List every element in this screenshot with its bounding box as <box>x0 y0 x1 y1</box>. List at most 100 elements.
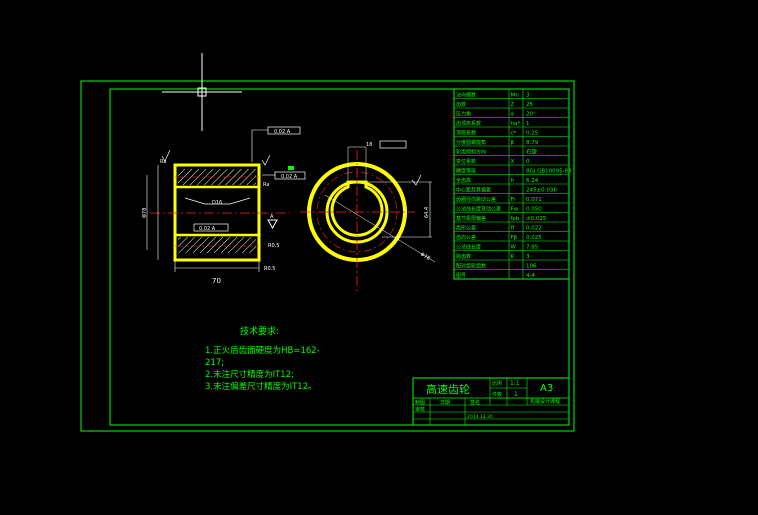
table-row-label: 公法线长度 <box>456 244 481 251</box>
scale-value: 1:1 <box>510 380 520 387</box>
gear-end-view: 18 64.4 Φ78 <box>300 140 436 292</box>
table-row-value: 20° <box>526 112 536 118</box>
title-block: 高速齿轮 比例 1:1 件数 1 A3 制图 审核 日期 签名 机械设计课程 2… <box>412 377 570 426</box>
datum-a-icon <box>267 219 278 230</box>
table-row-value: 0 <box>526 159 530 165</box>
school-label: 机械设计课程 <box>530 398 560 405</box>
table-row-value: 245±0.036 <box>526 188 557 194</box>
table-row-label: 法向模数 <box>456 92 476 99</box>
table-row-label: 压力角 <box>456 111 471 118</box>
dim-od-2: Φ78 <box>419 252 431 262</box>
table-row-label: 齿向公差 <box>456 234 476 241</box>
table-row-symbol: Mn <box>511 93 520 99</box>
table-row-value: 0.071 <box>526 197 542 203</box>
technical-notes: 技术要求: 1.正火后齿面硬度为HB=162- 217; 2.未注尺寸精度为IT… <box>205 325 320 392</box>
gear-parameter-table: 法向模数 Mn 3 齿数 Z 25 压力角 α 20° 齿顶高系数 ha* 1 顶隙系数 c* 0.25 分度… <box>453 88 572 280</box>
notes-line-2: 2.未注尺寸精度为IT12; <box>205 369 294 380</box>
table-row-value: 3 <box>526 93 530 99</box>
table-row-symbol: X <box>511 159 515 165</box>
qty-value: 1 <box>514 391 518 398</box>
qty-label: 件数 <box>492 391 502 398</box>
table-row-symbol: α <box>511 112 515 118</box>
outer-frame <box>80 80 575 432</box>
table-row-label: 跨齿数 <box>456 253 471 260</box>
date-value: 2014.12.30 <box>467 414 493 420</box>
table-row-label: 图号 <box>456 273 466 279</box>
table-row-value: 3 <box>526 254 530 260</box>
sheet-size: A3 <box>540 383 553 394</box>
dim-r2: R0.5 <box>264 266 275 272</box>
table-row-value: 106 <box>526 264 537 270</box>
crosshair-cursor-icon[interactable] <box>162 53 242 131</box>
table-row-label: 齿圈径向跳动公差 <box>456 196 496 203</box>
dim-r: R0.5 <box>268 243 279 249</box>
tol-frame-2-text: 0.02 A <box>281 174 298 180</box>
sign-label: 签名 <box>470 399 480 406</box>
table-row-value: 8GJ GB10095-88 <box>526 169 572 175</box>
table-row-label: 精度等级 <box>456 168 476 175</box>
table-row-label: 全齿高 <box>456 177 471 184</box>
table-row-symbol: Fw <box>511 207 519 213</box>
checked-label: 审核 <box>415 406 425 413</box>
table-row-symbol: c* <box>511 131 517 137</box>
dim-bore: D16 <box>212 200 222 206</box>
table-row-symbol: fpb <box>511 216 520 222</box>
table-row-value: 右旋 <box>526 148 538 156</box>
notes-line-3: 3.未注偏差尺寸精度为IT12。 <box>205 381 317 392</box>
dim-od: Φ78 <box>142 208 148 218</box>
table-row-symbol: K <box>511 254 515 260</box>
table-row-label: 齿数 <box>456 101 466 108</box>
tol-frame-3 <box>193 223 229 232</box>
table-row-label: 变位系数 <box>456 158 476 165</box>
table-row-label: 齿顶高系数 <box>456 120 481 127</box>
tol-frame-2 <box>274 171 306 180</box>
table-row-symbol: Z <box>511 102 515 108</box>
roughness-1: Ra <box>160 159 166 165</box>
table-row-label: 顶隙系数 <box>456 130 476 137</box>
notes-title: 技术要求: <box>240 325 279 337</box>
table-row-symbol: Fr <box>511 197 517 203</box>
table-row-value: 0.022 <box>526 226 542 232</box>
section-hatch-top <box>178 169 256 185</box>
table-row-label: 轮齿倾斜方向 <box>456 149 486 156</box>
dim-key-width: 18 <box>366 142 372 148</box>
table-row-value: 0.050 <box>526 207 542 213</box>
table-row-symbol: ha* <box>511 121 521 127</box>
table-row-label: 配对齿轮齿数 <box>456 263 486 270</box>
gear-section-view: 70 D16 R0.5 R0.5 Φ78 A 0.02 A 0.02 A 0.0… <box>142 126 306 285</box>
table-row-symbol: β <box>511 140 515 146</box>
table-row-value: 0.25 <box>526 131 539 137</box>
table-row-label: 分度圆螺旋角 <box>456 139 486 146</box>
table-row-label: 中心距及其偏差 <box>456 187 491 194</box>
datum-a-label: A <box>270 214 274 220</box>
section-hatch-bottom <box>178 237 256 253</box>
dim-width: 70 <box>212 277 221 285</box>
roughness-2: Ra <box>263 182 269 188</box>
notes-line-1: 1.正火后齿面硬度为HB=162- <box>205 345 320 356</box>
dim-key-depth: 64.4 <box>424 207 430 218</box>
table-row-label: 齿形公差 <box>456 225 476 232</box>
table-row-value: 6.24 <box>526 178 539 184</box>
date-label: 日期 <box>440 400 450 406</box>
drawn-label: 制图 <box>415 399 425 406</box>
table-row-value: 7.85 <box>526 245 539 251</box>
tol-frame-4 <box>379 140 407 149</box>
table-row-label: 基节极限偏差 <box>456 215 486 222</box>
table-row-symbol: Fβ <box>511 235 518 241</box>
table-row-value: 8.79 <box>526 140 539 146</box>
table-row-value: ±0.025 <box>526 216 547 222</box>
table-row-value: 25 <box>526 102 533 108</box>
table-row-symbol: W <box>511 245 517 251</box>
bore-keyway <box>330 180 384 237</box>
drawing-name: 高速齿轮 <box>426 382 470 396</box>
marker-green <box>288 166 294 170</box>
scale-label: 比例 <box>492 380 502 387</box>
table-row-value: 1 <box>526 121 530 127</box>
gear-outline <box>173 163 261 262</box>
table-row-value: 0.025 <box>526 235 542 241</box>
table-row-value: 4-4 <box>526 273 535 279</box>
table-row-symbol: ff <box>511 226 515 232</box>
notes-line-1b: 217; <box>205 358 224 368</box>
tol-frame-3-text: 0.02 A <box>199 226 216 232</box>
